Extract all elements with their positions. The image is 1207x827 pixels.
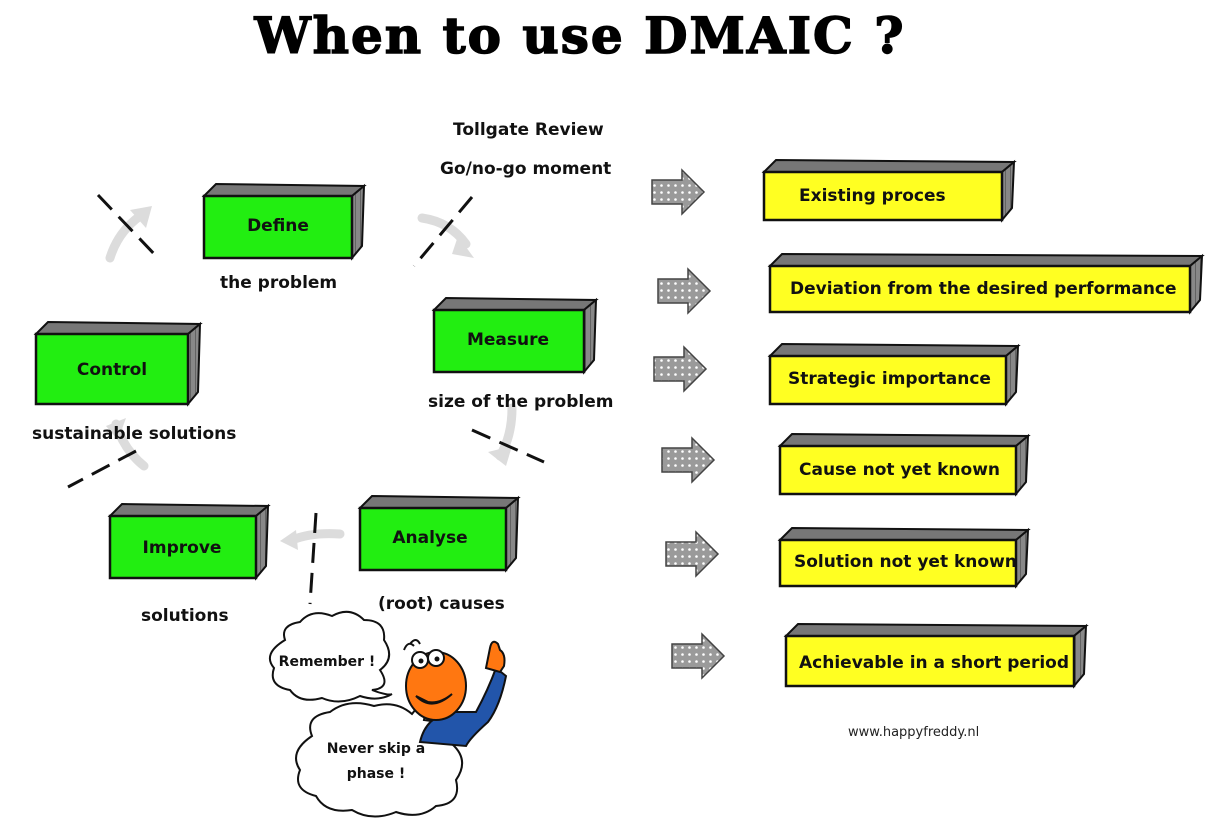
- phase-box-improve: [107, 502, 271, 581]
- phase-box-measure: [431, 296, 599, 375]
- criteria-box-0: [761, 158, 1017, 223]
- phase-box-analyse: [357, 494, 521, 573]
- criteria-solution-unknown: Solution not yet known: [794, 552, 1017, 572]
- phase-define-label: Define: [247, 216, 309, 236]
- right-arrow-icon: [671, 632, 726, 680]
- go-no-go-label: Go/no-go moment: [440, 159, 612, 179]
- tollgate-review-label: Tollgate Review: [453, 120, 604, 140]
- phase-analyse-label: Analyse: [392, 528, 468, 548]
- tollgate-line: [67, 193, 545, 605]
- never-skip-bubble-line2: phase !: [346, 766, 406, 782]
- criteria-box-1: [767, 252, 1205, 315]
- thought-bubble-icon: [268, 610, 393, 703]
- phase-control-caption: sustainable solutions: [32, 424, 237, 444]
- criteria-deviation: Deviation from the desired performance: [790, 279, 1177, 299]
- phase-improve-label: Improve: [142, 538, 222, 558]
- criteria-box-4: [777, 526, 1031, 589]
- cycle-arrowheads: [106, 206, 512, 550]
- phase-box-control: [33, 320, 203, 407]
- criteria-box-3: [777, 432, 1031, 497]
- page-title: When to use DMAIC ?: [254, 5, 906, 66]
- right-arrow-icon: [657, 267, 712, 315]
- criteria-box-5: [783, 622, 1089, 689]
- never-skip-bubble-line1: Never skip a: [326, 741, 426, 757]
- credit-url: www.happyfreddy.nl: [848, 725, 980, 740]
- phase-measure-label: Measure: [466, 330, 550, 350]
- criteria-strategic-importance: Strategic importance: [788, 369, 991, 389]
- phase-improve-caption: solutions: [141, 606, 229, 626]
- criteria-box-2: [767, 342, 1021, 407]
- remember-bubble-text: Remember !: [278, 654, 376, 670]
- phase-analyse-caption: (root) causes: [378, 594, 505, 614]
- criteria-short-period: Achievable in a short period: [799, 653, 1070, 673]
- thought-bubble-icon: [295, 697, 463, 818]
- right-arrow-icon: [661, 436, 716, 484]
- right-arrow-icon: [653, 345, 708, 393]
- right-arrow-icon: [651, 168, 706, 216]
- phase-control-label: Control: [76, 360, 148, 380]
- criteria-cause-unknown: Cause not yet known: [799, 460, 1000, 480]
- phase-define-caption: the problem: [220, 273, 338, 293]
- phase-box-define: [201, 182, 367, 261]
- criteria-existing-proces: Existing proces: [799, 186, 946, 206]
- right-arrow-icon: [665, 530, 720, 578]
- phase-measure-caption: size of the problem: [428, 392, 614, 412]
- pointing-man-icon: [403, 639, 508, 748]
